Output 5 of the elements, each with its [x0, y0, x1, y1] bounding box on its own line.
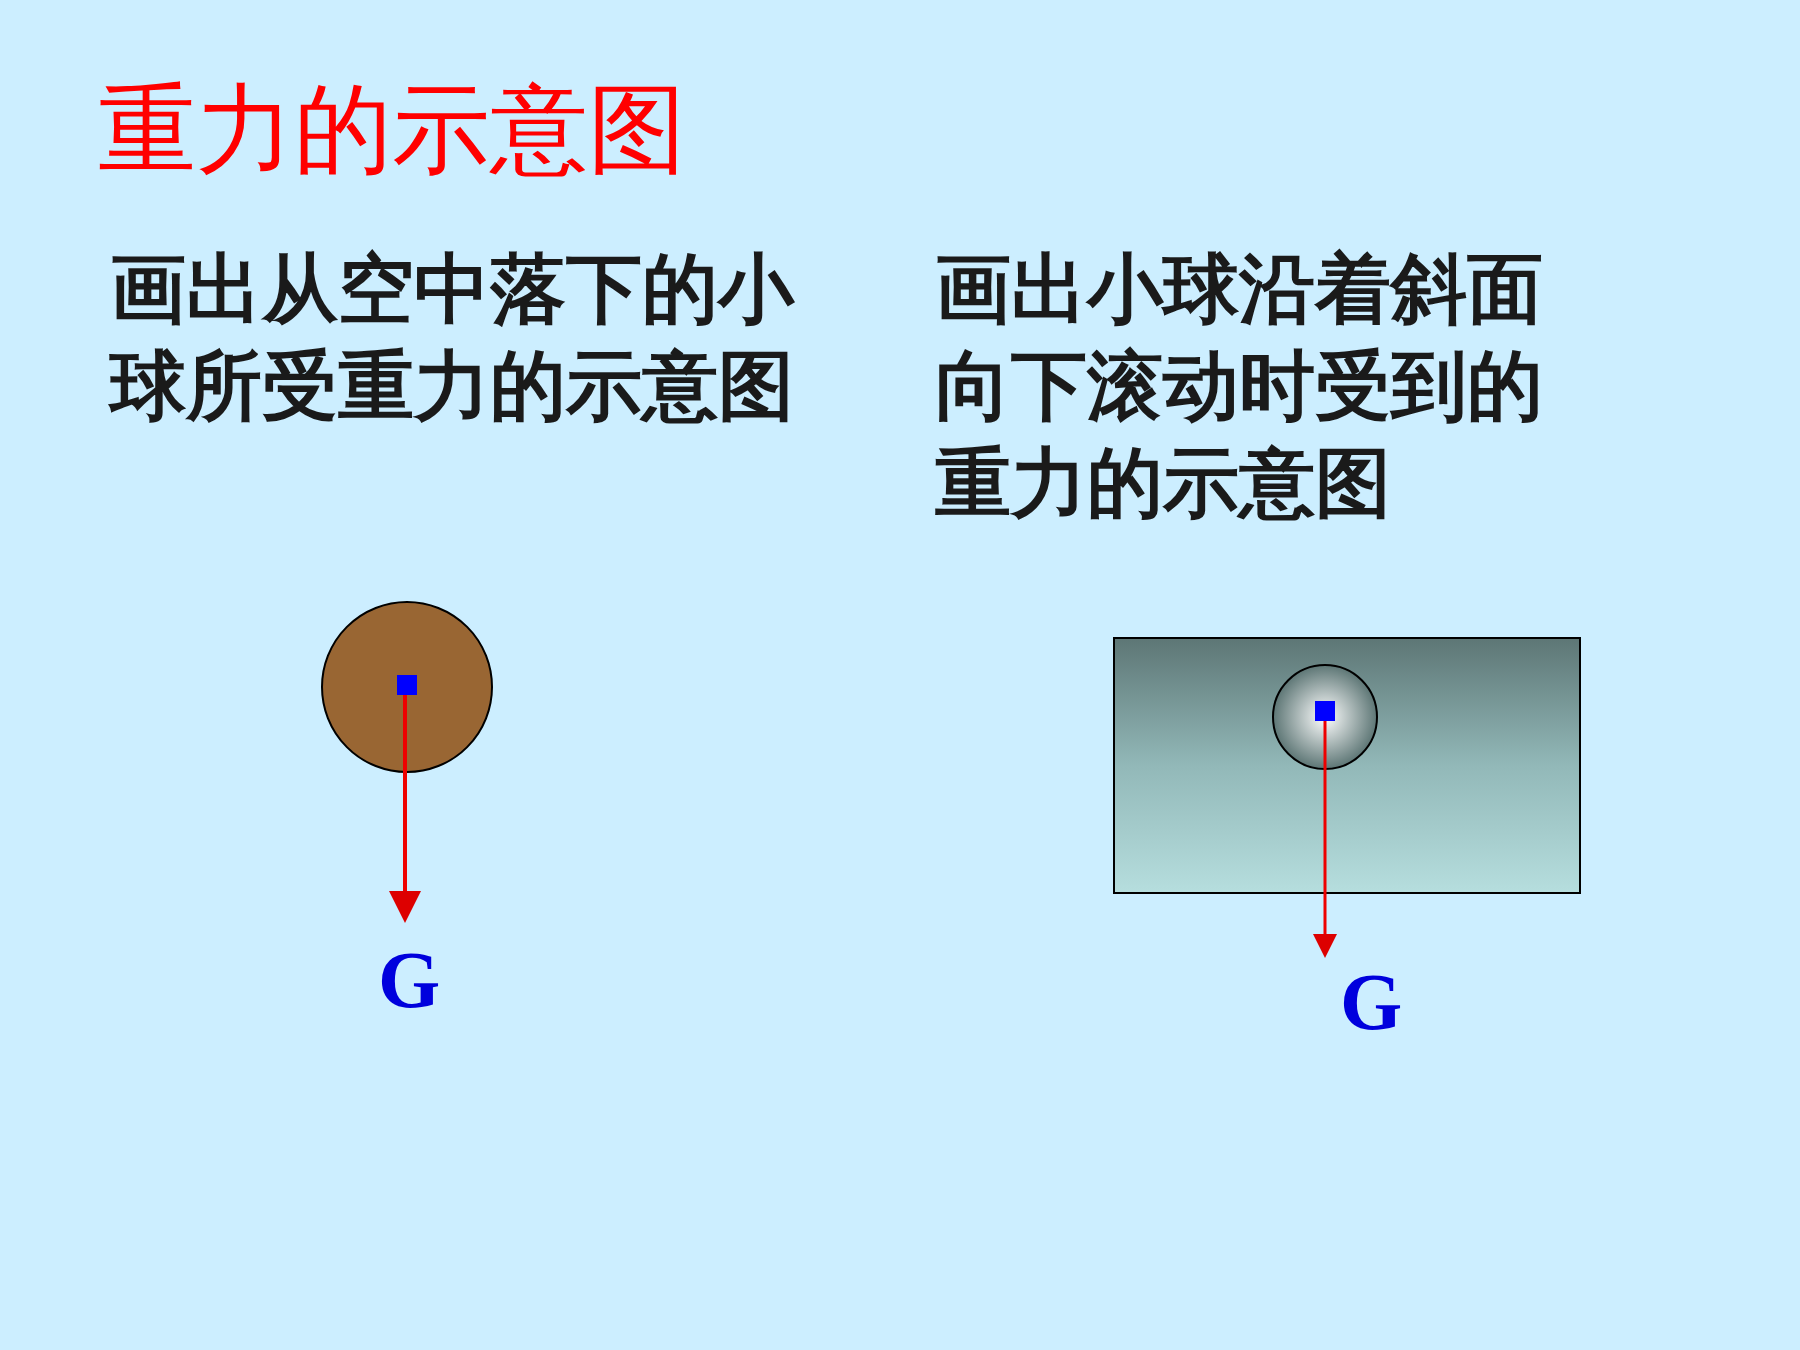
instruction-text: 画出小球沿着斜面向下滚动时受到的重力的示意图: [935, 243, 1544, 529]
force-label: G: [1340, 962, 1403, 1042]
force-label: G: [378, 940, 441, 1020]
instruction-text: 画出从空中落下的小球所受重力的示意图: [110, 243, 796, 432]
title: 重力的示意图: [98, 75, 686, 186]
